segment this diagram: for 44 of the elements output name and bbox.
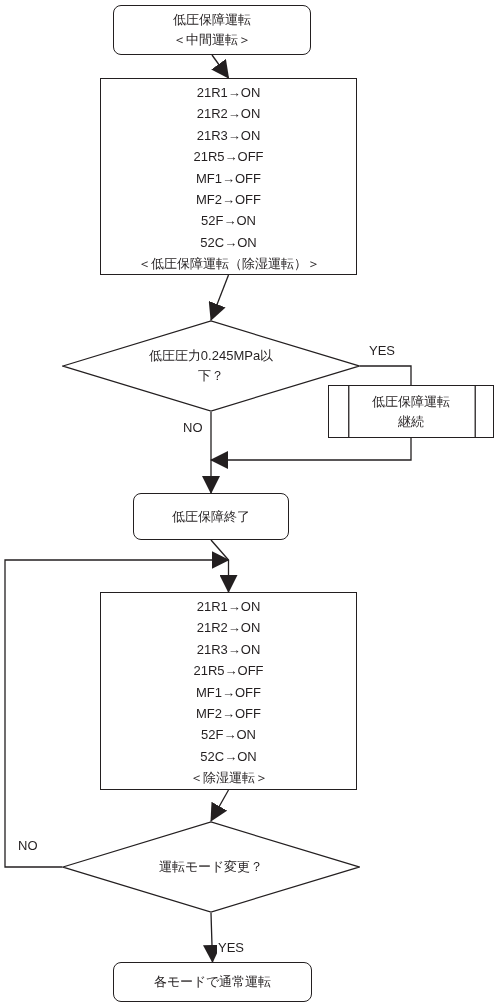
node-text: 運転モード変更？ bbox=[159, 858, 263, 876]
process-box bbox=[100, 78, 357, 275]
arrow bbox=[210, 437, 412, 469]
node-text: 21R1→ON bbox=[196, 84, 261, 102]
node-text: ＜除湿運転＞ bbox=[189, 769, 268, 788]
edge-label: NO bbox=[17, 838, 39, 853]
arrow bbox=[210, 789, 230, 822]
decision-diamond bbox=[62, 821, 360, 913]
predefined-process-box bbox=[328, 385, 494, 438]
arrow bbox=[211, 54, 230, 79]
node-text: 低圧保障終了 bbox=[172, 507, 250, 526]
decision-diamond bbox=[62, 320, 360, 412]
arrow bbox=[208, 274, 230, 321]
node-text: 21R3→ON bbox=[196, 640, 261, 659]
node-text: 52F→ON bbox=[201, 726, 256, 745]
node-text: 52F→ON bbox=[201, 212, 256, 231]
node-text: ＜中間運転＞ bbox=[173, 31, 251, 49]
node-text: 21R5→OFF bbox=[193, 662, 264, 681]
node-text: 低圧保障運転継続 bbox=[371, 392, 451, 431]
node-text: MF1→OFF bbox=[196, 169, 261, 188]
edge-label: YES bbox=[368, 343, 396, 358]
node-text: 低圧保障運転 bbox=[173, 11, 251, 29]
node-text: 21R3→ON bbox=[196, 126, 261, 145]
node-text: 各モードで通常運転 bbox=[154, 973, 271, 991]
node-text: 52C→ON bbox=[200, 747, 257, 766]
edge-label: NO bbox=[182, 420, 204, 435]
terminal-box bbox=[113, 5, 311, 55]
node-text: 低圧圧力0.245MPa以下？ bbox=[147, 347, 275, 385]
edge-label: YES bbox=[217, 940, 245, 955]
terminal-box bbox=[133, 493, 289, 540]
node-text: 21R1→ON bbox=[196, 598, 261, 616]
node-text: 52C→ON bbox=[200, 233, 257, 252]
terminal-box bbox=[113, 962, 312, 1002]
node-text: 21R2→ON bbox=[196, 619, 261, 638]
node-text: MF1→OFF bbox=[196, 683, 261, 702]
arrow bbox=[4, 551, 230, 868]
process-box bbox=[100, 592, 357, 790]
node-text: 21R5→OFF bbox=[193, 148, 264, 167]
node-text: ＜低圧保障運転（除湿運転）＞ bbox=[137, 255, 320, 274]
node-text: 21R2→ON bbox=[196, 105, 261, 124]
arrow bbox=[219, 559, 238, 593]
node-text: MF2→OFF bbox=[196, 705, 261, 724]
node-text: MF2→OFF bbox=[196, 191, 261, 210]
arrow bbox=[202, 459, 220, 494]
